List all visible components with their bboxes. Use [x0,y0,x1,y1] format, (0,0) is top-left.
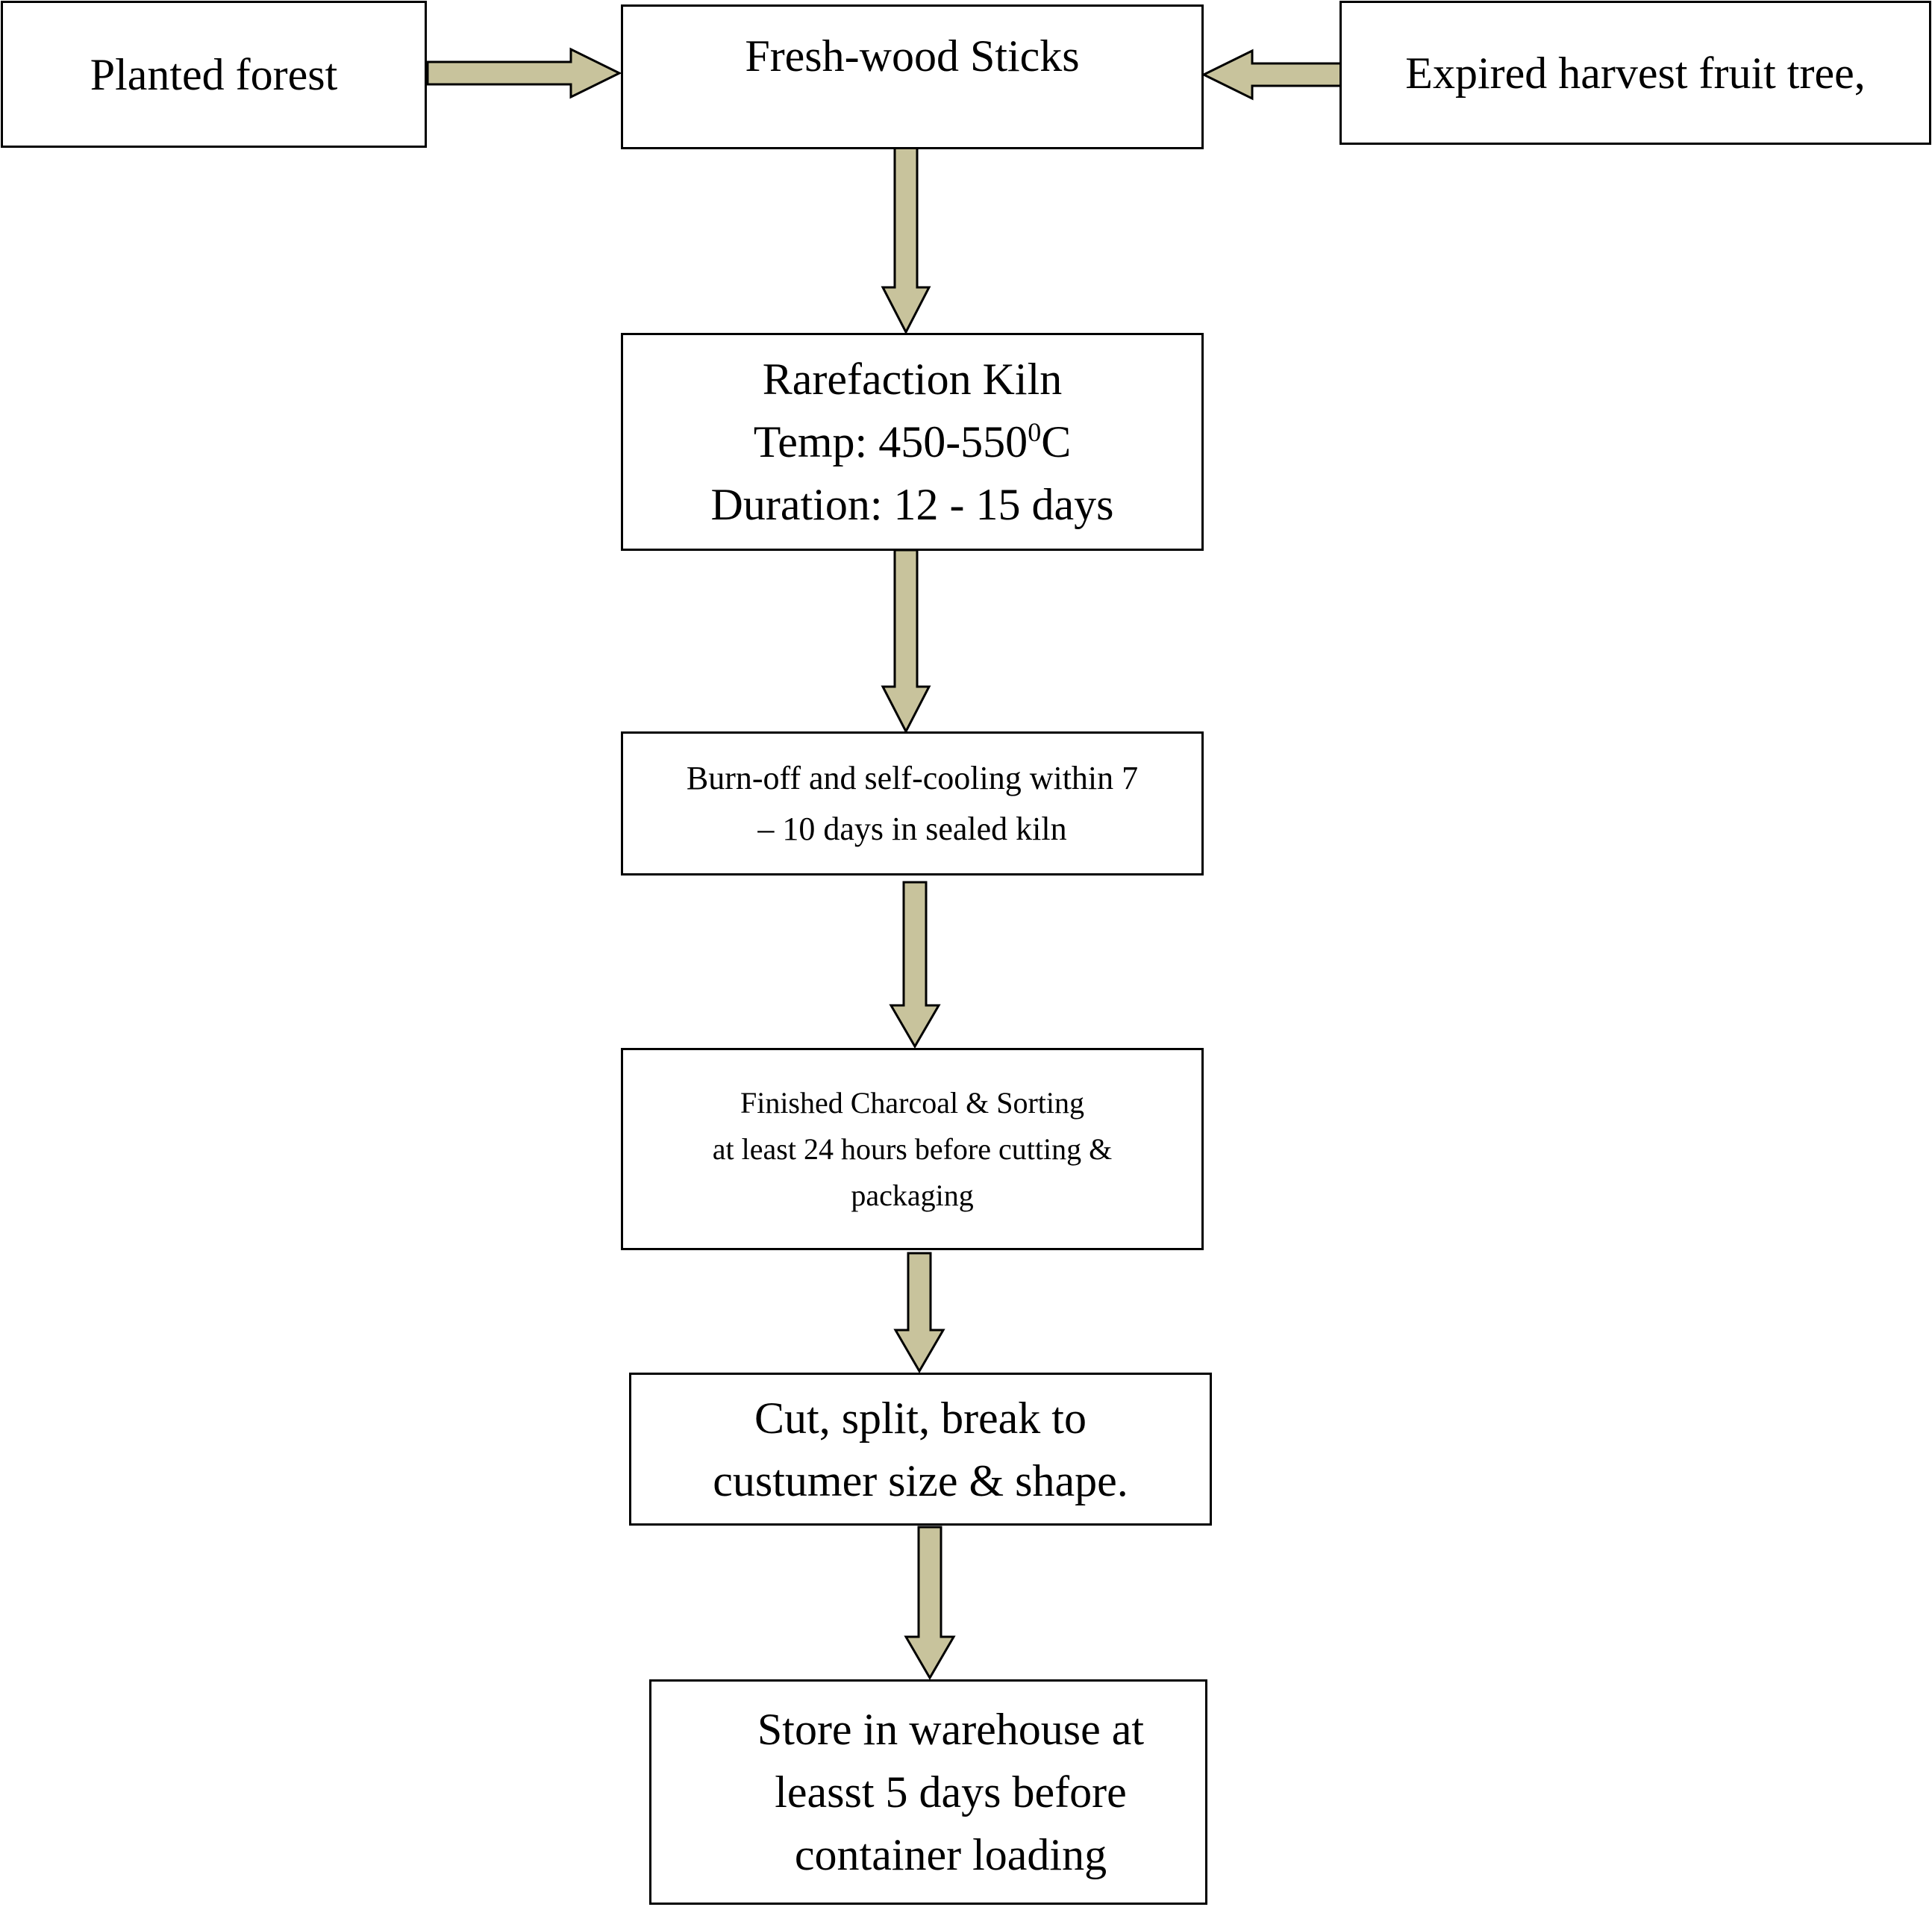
arrow-down-burnoff-to-finished [889,881,941,1049]
node-label-line: Store in warehouse at [757,1705,1145,1754]
node-fresh-wood-sticks: Fresh-wood Sticks [621,4,1204,149]
node-rarefaction-kiln: Rarefaction Kiln Temp: 450-5500C Duratio… [621,333,1204,551]
node-label: Expired harvest fruit tree, [1405,48,1866,98]
node-cut-split-break: Cut, split, break to custumer size & sha… [629,1373,1212,1526]
node-label-line: Finished Charcoal & Sorting [740,1085,1085,1120]
arrow-left-expired-to-sticks [1201,49,1342,101]
node-label-line: – 10 days in sealed kiln [757,810,1067,847]
kiln-temp-superscript: 0 [1028,417,1042,447]
node-store-in-warehouse: Store in warehouse at leasst 5 days befo… [649,1679,1207,1905]
node-label-line: container loading [794,1830,1107,1879]
node-label-line: leasst 5 days before [775,1767,1127,1817]
kiln-duration: Duration: 12 - 15 days [710,480,1114,529]
node-planted-forest: Planted forest [1,1,427,148]
node-label-line: packaging [851,1178,974,1212]
node-expired-harvest-fruit-tree: Expired harvest fruit tree, [1339,1,1931,145]
node-label: Planted forest [90,49,338,99]
kiln-temp-unit: C [1041,417,1072,466]
arrow-down-cut-to-store [904,1526,956,1680]
arrow-down-kiln-to-burnoff [881,549,931,734]
arrow-right-planted-to-sticks [426,47,622,99]
kiln-temp-prefix: Temp: 450-550 [753,417,1028,466]
node-burn-off: Burn-off and self-cooling within 7 – 10 … [621,731,1204,876]
kiln-temperature: Temp: 450-5500C [754,411,1071,473]
node-label: Fresh-wood Sticks [745,31,1080,81]
node-label-line: at least 24 hours before cutting & [712,1132,1113,1166]
kiln-title: Rarefaction Kiln [762,355,1063,404]
node-label-line: Cut, split, break to [754,1393,1087,1443]
arrow-down-sticks-to-kiln [881,146,931,335]
node-label-line: custumer size & shape. [713,1455,1128,1505]
node-label-line: Burn-off and self-cooling within 7 [686,759,1139,796]
node-finished-charcoal: Finished Charcoal & Sorting at least 24 … [621,1048,1204,1250]
arrow-down-finished-to-cut [893,1252,945,1373]
